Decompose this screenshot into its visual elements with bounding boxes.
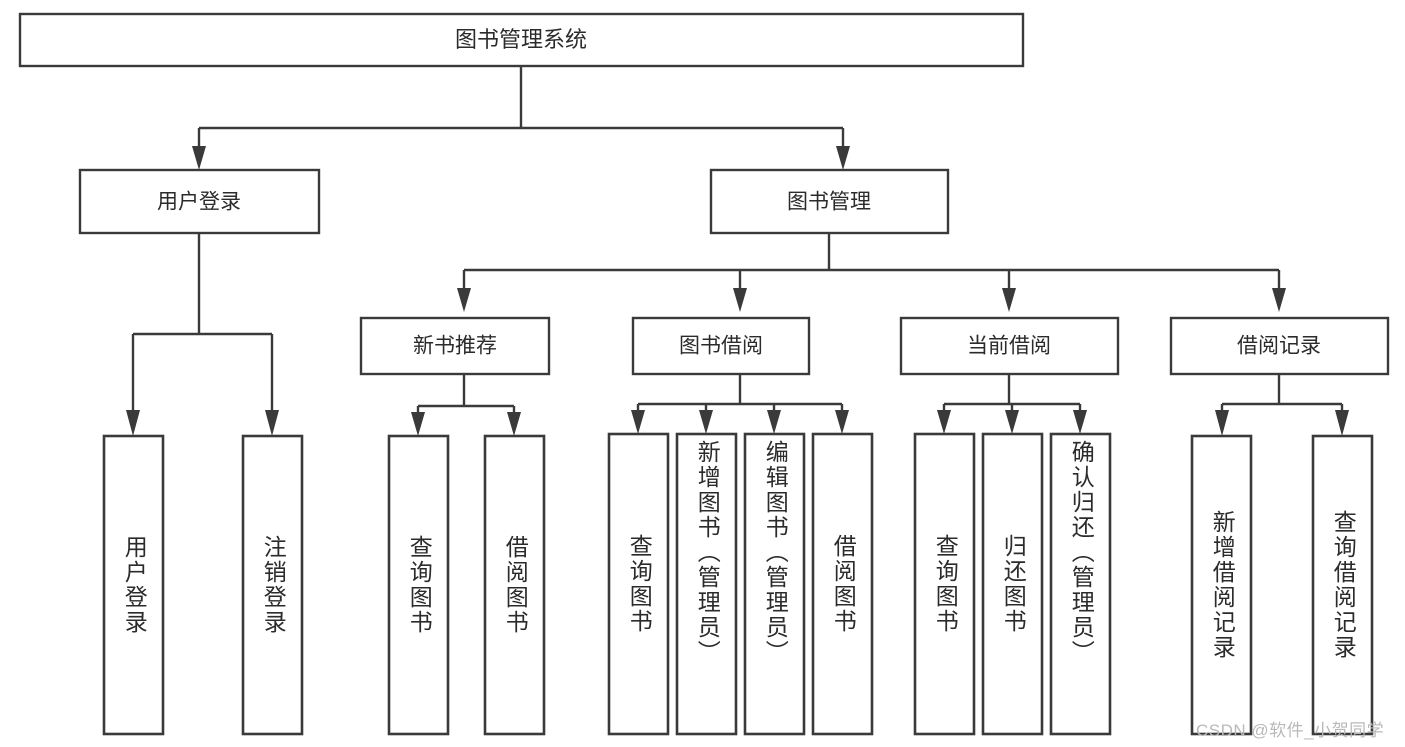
connector-bookmgmt-to-level2: [457, 233, 1286, 312]
connector-userlogin-to-leaves: [126, 233, 279, 436]
node-current-borrow[interactable]: 当前借阅: [899, 316, 1120, 376]
leaf-rects-user-login: [102, 434, 304, 736]
leaf-box-return-book[interactable]: [981, 432, 1044, 736]
node-book-borrow-label: 图书借阅: [679, 335, 763, 358]
node-borrow-record[interactable]: 借阅记录: [1169, 316, 1390, 376]
node-root[interactable]: 图书管理系统: [18, 12, 1025, 68]
node-current-borrow-label: 当前借阅: [967, 335, 1051, 358]
connector-currentborrow-to-leaves: [937, 374, 1087, 434]
node-borrow-record-label: 借阅记录: [1237, 335, 1321, 358]
node-book-management-label: 图书管理: [787, 191, 871, 214]
leaf-box-borrow-book-2[interactable]: [811, 432, 874, 736]
node-new-book-recommend-label: 新书推荐: [413, 335, 497, 358]
leaf-rects-borrow-record: [1190, 434, 1374, 736]
connector-newbook-to-leaves: [411, 374, 521, 436]
leaf-box-query-record[interactable]: [1311, 434, 1374, 736]
node-root-label: 图书管理系统: [455, 27, 587, 52]
leaf-box-borrow-book-1[interactable]: [483, 434, 546, 736]
leaf-rects-new-book: [387, 434, 546, 736]
leaf-box-confirm-return[interactable]: [1049, 432, 1112, 736]
leaf-box-query-book-2[interactable]: [607, 432, 670, 736]
node-user-login-label: 用户登录: [157, 191, 241, 214]
node-user-login[interactable]: 用户登录: [78, 168, 321, 235]
leaf-box-query-book-1[interactable]: [387, 434, 450, 736]
csdn-watermark: CSDN @软件_小贺同学: [1196, 721, 1385, 740]
connector-root-to-level1: [192, 66, 850, 170]
leaf-rects-current-borrow: [913, 432, 1112, 736]
node-book-borrow[interactable]: 图书借阅: [631, 316, 811, 376]
leaf-box-add-book[interactable]: [675, 432, 738, 736]
connector-borrowrecord-to-leaves: [1215, 374, 1349, 436]
node-new-book-recommend[interactable]: 新书推荐: [359, 316, 551, 376]
leaf-box-add-record[interactable]: [1190, 434, 1253, 736]
leaf-box-edit-book[interactable]: [743, 432, 806, 736]
leaf-box-query-book-3[interactable]: [913, 432, 976, 736]
leaf-rects-book-borrow: [607, 432, 874, 736]
connector-bookborrow-to-leaves: [631, 374, 849, 434]
leaf-box-user-login[interactable]: [102, 434, 165, 736]
leaf-box-logout-login[interactable]: [241, 434, 304, 736]
node-book-management[interactable]: 图书管理: [709, 168, 950, 235]
